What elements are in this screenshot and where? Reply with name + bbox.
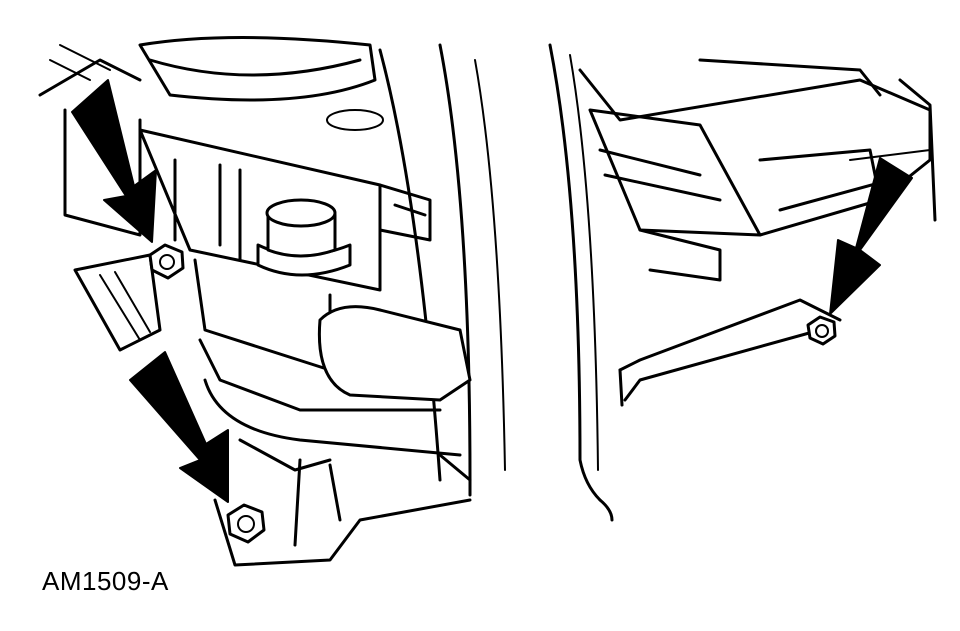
stud-boss [256, 198, 352, 277]
arrow-icon [829, 157, 913, 315]
bolt-lower-left [226, 503, 266, 544]
crossmember [378, 43, 614, 522]
bolt-right [806, 315, 837, 346]
arrow-icon [129, 351, 229, 503]
arrow-icon [71, 79, 157, 243]
mount-bracket [73, 253, 472, 567]
engine-outline [38, 36, 432, 292]
figure-code-label: AM1509-A [42, 566, 169, 596]
bolt-upper-left [148, 243, 185, 280]
transmission-housing [578, 58, 937, 407]
